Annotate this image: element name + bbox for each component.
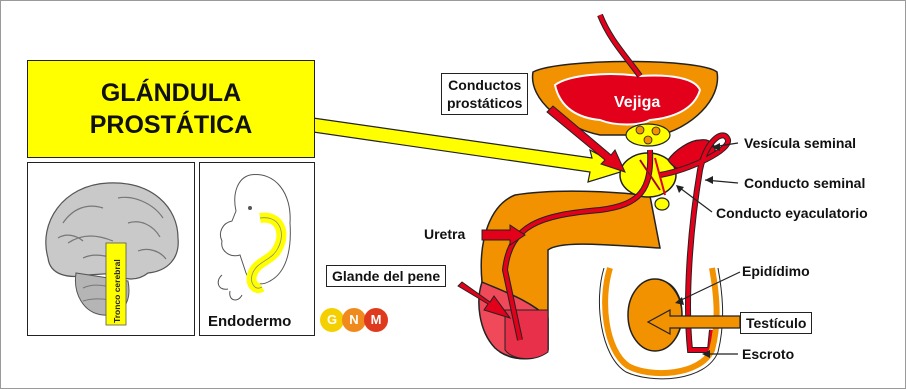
label-vesicula-seminal: Vesícula seminal bbox=[744, 135, 856, 151]
title-box: GLÁNDULA PROSTÁTICA bbox=[27, 60, 315, 158]
label-epididimo: Epidídimo bbox=[742, 263, 810, 279]
label-conducto-seminal: Conducto seminal bbox=[744, 175, 865, 191]
logo-m: M bbox=[364, 308, 388, 332]
conductos-line-2: prostáticos bbox=[447, 94, 522, 112]
brain-illustration: Tronco cerebral bbox=[28, 163, 194, 335]
embryo-label: Endodermo bbox=[208, 313, 291, 330]
logo-n: N bbox=[342, 308, 366, 332]
conductos-line-1: Conductos bbox=[447, 76, 522, 94]
logo-g: G bbox=[320, 308, 344, 332]
label-escroto: Escroto bbox=[742, 346, 794, 362]
embryo-panel: Endodermo bbox=[199, 162, 315, 336]
brain-stem-label: Tronco cerebral bbox=[112, 259, 122, 323]
title-line-1: GLÁNDULA bbox=[101, 77, 241, 109]
label-conductos-prostaticos: Conductos prostáticos bbox=[441, 73, 528, 115]
glans-tip bbox=[505, 310, 548, 359]
gnm-logo: G N M bbox=[320, 308, 400, 332]
label-testiculo: Testículo bbox=[740, 312, 812, 334]
title-line-2: PROSTÁTICA bbox=[90, 109, 253, 141]
label-uretra: Uretra bbox=[424, 226, 465, 242]
label-conducto-eyaculatorio: Conducto eyaculatorio bbox=[716, 205, 868, 221]
label-vejiga: Vejiga bbox=[614, 94, 660, 112]
label-glande: Glande del pene bbox=[326, 265, 446, 287]
brain-panel: Tronco cerebral bbox=[27, 162, 195, 336]
embryo-illustration bbox=[200, 163, 314, 335]
